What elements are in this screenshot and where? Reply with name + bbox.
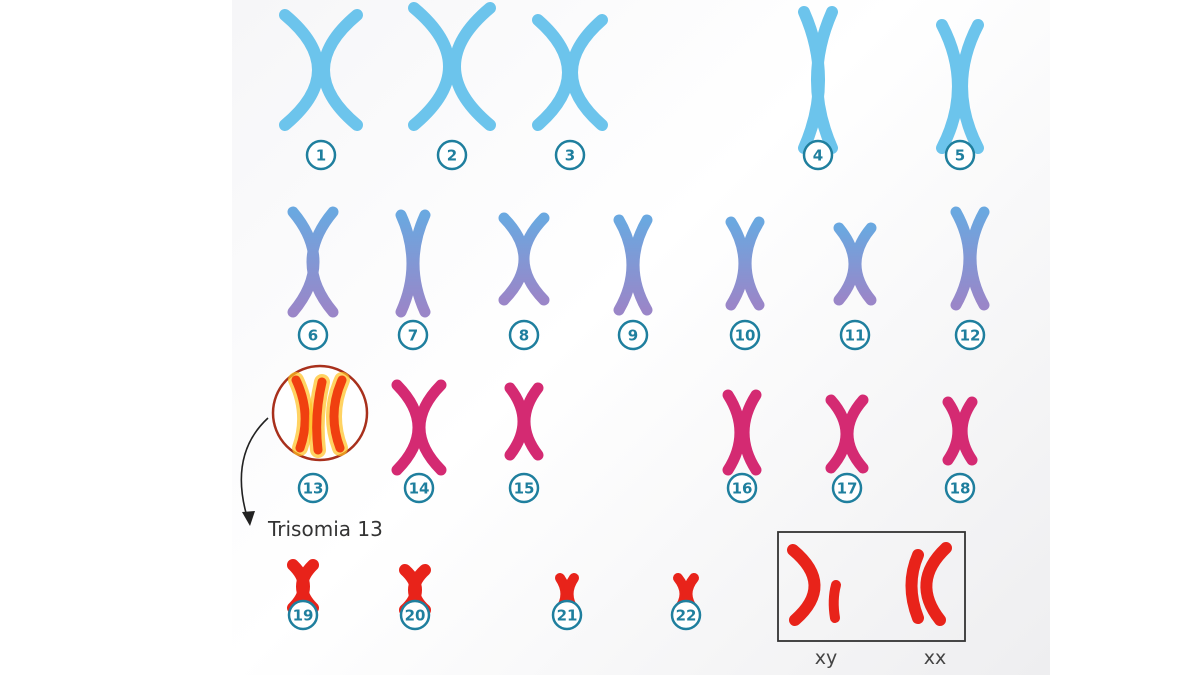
svg-text:17: 17 [837,480,858,498]
sex-chromatid [905,549,924,624]
chromosome-label-8: 8 [508,319,540,351]
sex-chromatid [787,544,821,626]
chromatid [842,394,869,474]
chromatid [722,389,746,476]
chromosome-label-17: 17 [831,472,863,504]
chromosome-label-18: 18 [944,472,976,504]
chromatid [811,6,838,154]
sex-chromatid [920,542,952,626]
chromosome-label-14: 14 [403,472,435,504]
female-label: xx [924,647,947,669]
chromosome-6 [287,206,339,318]
chromosome-label-2: 2 [436,139,468,171]
chromosome-18 [942,396,978,466]
chromosome-label-4: 4 [802,139,834,171]
svg-text:2: 2 [447,147,457,165]
chromatid [740,216,765,311]
trisomy-label: Trisomia 13 [267,517,383,541]
chromatid [965,206,990,311]
chromosome-16 [722,389,762,476]
chromatid [850,222,877,306]
svg-text:10: 10 [735,327,756,345]
svg-text:1: 1 [316,147,326,165]
svg-text:19: 19 [293,607,314,625]
chromosome-5 [936,19,984,154]
chromatid [408,209,431,318]
chromosome-label-10: 10 [729,319,761,351]
chromatid [408,2,455,131]
svg-text:3: 3 [565,147,575,165]
chromatid [738,389,762,476]
sex-chromosomes [787,542,952,626]
chromatid [518,212,550,306]
svg-text:13: 13 [303,480,324,498]
chromosome-12 [950,206,990,311]
chromosome-7 [395,209,431,318]
chromatid [329,375,347,453]
chromosome-2 [408,2,496,131]
svg-text:11: 11 [845,327,866,345]
arrow-icon [240,417,269,521]
chromosome-label-21: 21 [551,599,583,631]
chromosome-label-22: 22 [670,599,702,631]
chromosome-label-15: 15 [508,472,540,504]
chromatid [318,9,363,131]
chromosome-15 [504,382,544,461]
male-label: xy [815,647,838,669]
svg-text:8: 8 [519,327,529,345]
chromosome-3 [532,14,608,131]
chromatid [279,9,324,131]
chromosome-label-3: 3 [554,139,586,171]
trisomy-13-chromosomes [288,372,350,458]
chromatid [449,2,496,131]
chromosome-label-1: 1 [305,139,337,171]
chromosome-17 [825,394,869,474]
chromosome-10 [725,216,765,311]
chromosome-label-11: 11 [839,319,871,351]
chromosome-label-20: 20 [399,599,431,631]
svg-text:15: 15 [514,480,535,498]
svg-text:7: 7 [408,327,418,345]
sex-chromatid [828,580,841,623]
chromatid [519,382,544,461]
svg-text:4: 4 [813,147,823,165]
chromatid [291,375,310,453]
svg-text:16: 16 [732,480,753,498]
chromosome-9 [613,214,653,316]
svg-text:14: 14 [409,480,430,498]
chromatid [306,206,339,318]
svg-text:20: 20 [405,607,426,625]
chromosome-label-19: 19 [287,599,319,631]
chromosome-label-5: 5 [944,139,976,171]
svg-text:6: 6 [308,327,318,345]
chromatid [956,396,978,466]
chromatid [532,14,574,131]
chromosome-label-16: 16 [726,472,758,504]
chromatid [956,19,984,154]
arrowhead-icon [242,511,255,526]
chromosome-4 [798,6,838,154]
chromosome-label-6: 6 [297,319,329,351]
chromosome-1 [279,9,363,131]
chromatid [936,19,964,154]
chromosome-label-7: 7 [397,319,429,351]
chromatid [414,379,447,476]
chromosome-8 [498,212,550,306]
svg-text:9: 9 [628,327,638,345]
svg-text:12: 12 [960,327,981,345]
chromosome-14 [391,379,447,476]
svg-text:22: 22 [676,607,697,625]
sex-chromosome-box [777,531,966,642]
svg-text:18: 18 [950,480,971,498]
chromosome-label-13: 13 [297,472,329,504]
chromosome-label-12: 12 [954,319,986,351]
svg-text:5: 5 [955,147,965,165]
chromosome-11 [833,222,877,306]
chromatid [628,214,653,316]
chromatid [566,14,608,131]
svg-text:21: 21 [557,607,578,625]
chromatid [312,377,327,455]
chromosome-label-9: 9 [617,319,649,351]
